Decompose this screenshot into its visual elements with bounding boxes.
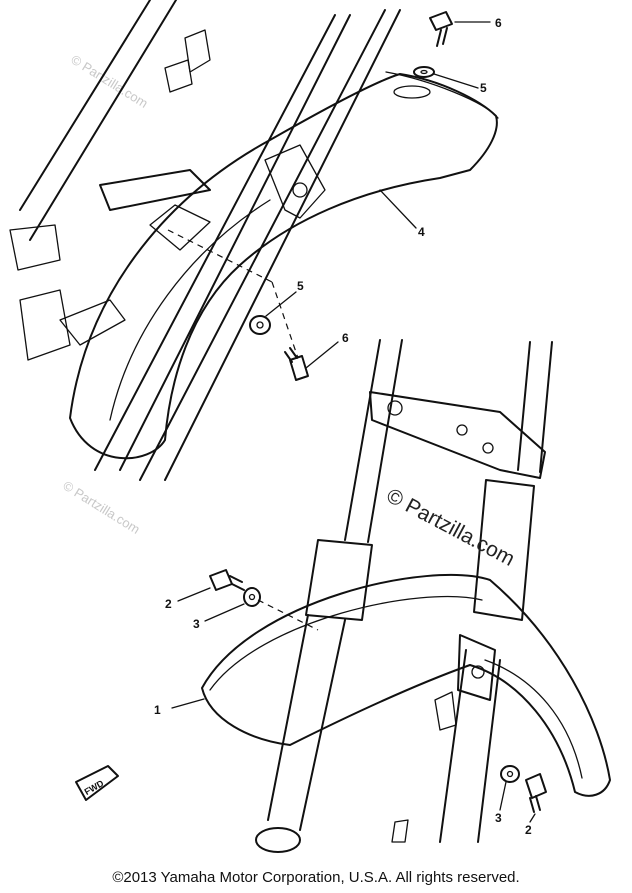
watermark-faint-middle: © Partzilla.com bbox=[60, 478, 142, 537]
lower-left-washer bbox=[243, 587, 261, 607]
front-fork bbox=[255, 339, 553, 853]
lower-left-bolt bbox=[209, 569, 245, 591]
callout-lower-left-bolt: 2 bbox=[165, 597, 172, 611]
copyright-footer: ©2013 Yamaha Motor Corporation, U.S.A. A… bbox=[112, 869, 520, 886]
callout-lower-right-washer: 3 bbox=[495, 811, 502, 825]
forward-direction-tag: FWD bbox=[75, 765, 119, 801]
watermark-main: © Partzilla.com bbox=[383, 484, 519, 571]
rear-fender bbox=[69, 71, 499, 460]
top-bolt bbox=[429, 11, 453, 47]
middle-washer bbox=[249, 315, 271, 335]
lower-right-washer bbox=[500, 765, 520, 783]
callout-front-fender: 1 bbox=[154, 703, 161, 717]
callout-lower-right-bolt: 2 bbox=[525, 823, 532, 837]
top-washer bbox=[413, 66, 435, 78]
lower-right-bolt bbox=[525, 773, 547, 813]
callout-labels: 6 5 4 5 6 1 2 3 3 2 bbox=[154, 16, 532, 837]
frame-section bbox=[9, 0, 401, 481]
middle-bolt bbox=[284, 347, 309, 381]
callout-lower-left-washer: 3 bbox=[193, 617, 200, 631]
leader-lines bbox=[171, 21, 536, 823]
callout-top-washer: 5 bbox=[480, 81, 487, 95]
callout-middle-bolt: 6 bbox=[342, 331, 349, 345]
callout-middle-washer: 5 bbox=[297, 279, 304, 293]
callout-top-bolt: 6 bbox=[495, 16, 502, 30]
front-fender bbox=[201, 573, 611, 797]
callout-rear-fender: 4 bbox=[418, 225, 425, 239]
